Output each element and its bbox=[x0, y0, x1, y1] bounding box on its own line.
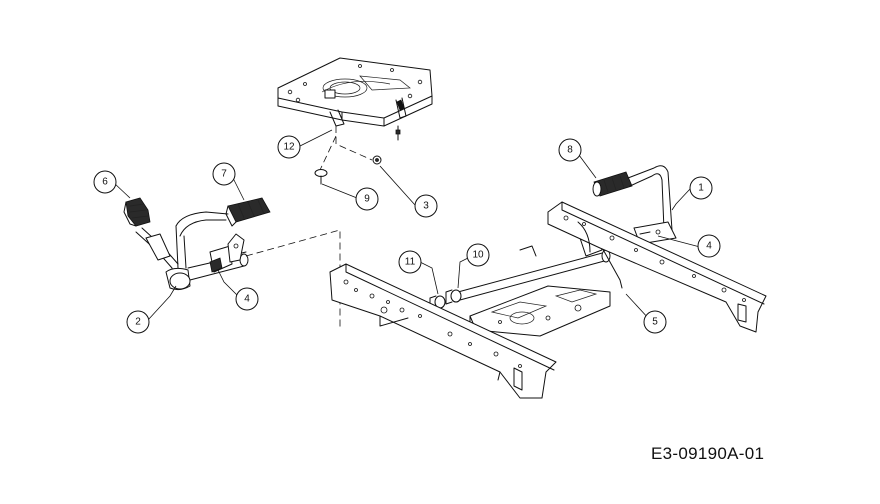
svg-text:4: 4 bbox=[244, 294, 250, 305]
callout-4-left: 4 bbox=[235, 287, 259, 311]
center-floor-plate bbox=[469, 285, 611, 337]
callout-2: 2 bbox=[126, 310, 150, 334]
callout-7: 7 bbox=[212, 162, 236, 186]
callout-3: 3 bbox=[414, 194, 438, 218]
drawing-code-label: E3-09190A-01 bbox=[651, 444, 765, 463]
callout-5: 5 bbox=[643, 310, 667, 334]
svg-text:6: 6 bbox=[102, 177, 108, 188]
seat-bolt bbox=[314, 169, 328, 185]
callout-10: 10 bbox=[466, 243, 490, 267]
seat-washer bbox=[372, 155, 382, 165]
right-pedal-arm bbox=[627, 165, 677, 245]
svg-text:11: 11 bbox=[405, 257, 416, 268]
svg-text:5: 5 bbox=[652, 317, 658, 328]
svg-text:7: 7 bbox=[221, 169, 227, 180]
svg-text:1: 1 bbox=[698, 183, 704, 194]
svg-text:12: 12 bbox=[283, 142, 295, 153]
callout-8: 8 bbox=[558, 138, 582, 162]
bushing-10 bbox=[445, 289, 462, 305]
svg-text:4: 4 bbox=[706, 241, 712, 252]
svg-text:2: 2 bbox=[135, 317, 141, 328]
svg-text:3: 3 bbox=[423, 201, 429, 212]
pedal-pad-6 bbox=[123, 197, 151, 227]
callout-9: 9 bbox=[355, 187, 379, 211]
right-frame-rail bbox=[547, 201, 767, 333]
left-pedal-arm bbox=[135, 211, 249, 291]
seat-mounting-plate bbox=[277, 57, 433, 141]
callout-11: 11 bbox=[398, 250, 422, 274]
svg-text:10: 10 bbox=[472, 250, 484, 261]
pedal-pad-7 bbox=[225, 197, 271, 227]
pedal-pad-8 bbox=[592, 171, 633, 197]
callout-4-right: 4 bbox=[697, 234, 721, 258]
callout-1: 1 bbox=[689, 176, 713, 200]
callout-6: 6 bbox=[93, 170, 117, 194]
svg-text:8: 8 bbox=[567, 145, 573, 156]
callout-12: 12 bbox=[277, 135, 301, 159]
left-frame-rail bbox=[329, 263, 557, 399]
svg-text:9: 9 bbox=[364, 194, 370, 205]
